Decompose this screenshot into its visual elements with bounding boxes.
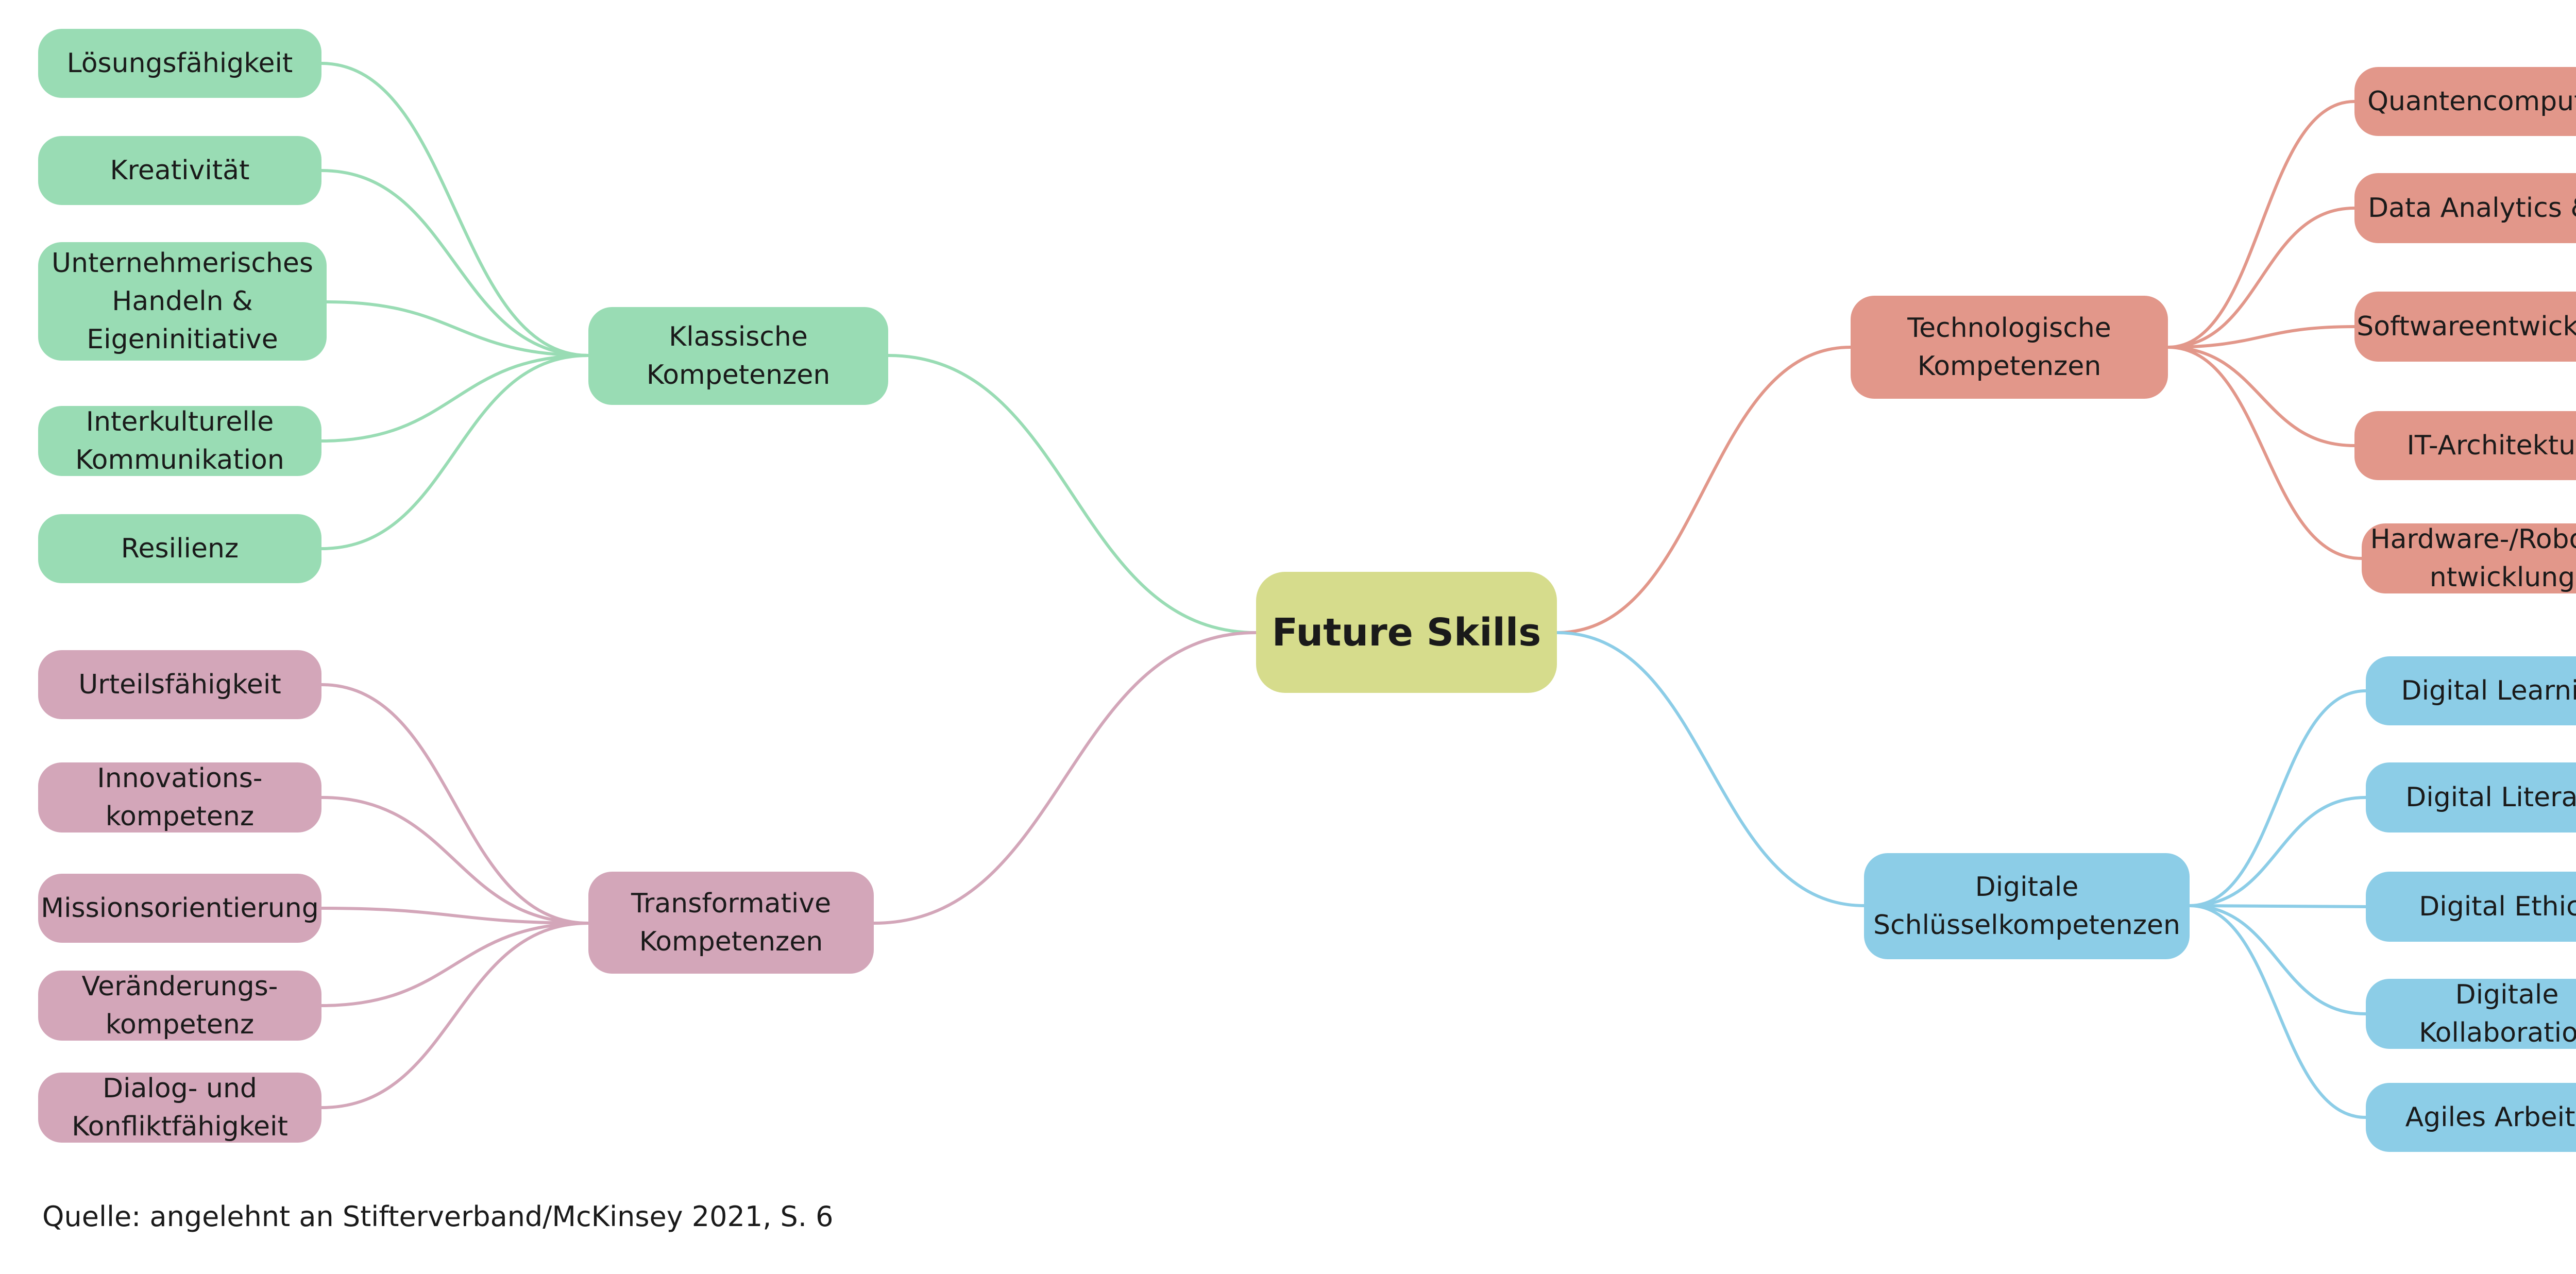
leaf-digital-learning: Digital Learning [2366, 656, 2576, 725]
connector-transformative-leaf [321, 922, 589, 1007]
connector-technologische-leaf [2167, 346, 2362, 560]
connector-transformative-leaf [321, 683, 589, 925]
connector-digitale-leaf [2189, 689, 2366, 907]
source-caption: Quelle: angelehnt an Stifterverband/McKi… [42, 1200, 834, 1233]
connector-klassische-leaf [326, 300, 589, 357]
leaf-kreativitaet: Kreativität [38, 136, 321, 205]
branch-transformative-kompetenzen: Transformative Kompetenzen [588, 872, 874, 974]
leaf-quantencomputing: Quantencomputing [2354, 67, 2576, 136]
connector-center-klassische [888, 354, 1257, 634]
connector-klassische-leaf [321, 169, 589, 357]
leaf-veraenderungskompetenz: Veränderungs- kompetenz [38, 971, 321, 1041]
connector-technologische-leaf [2167, 325, 2355, 349]
center-node-future-skills: Future Skills [1256, 572, 1557, 693]
connector-technologische-leaf [2167, 346, 2355, 447]
connector-center-technologische [1556, 346, 1851, 634]
leaf-resilienz: Resilienz [38, 514, 321, 583]
connector-center-transformative [873, 631, 1257, 925]
leaf-agiles-arbeiten: Agiles Arbeiten [2366, 1083, 2576, 1152]
connector-transformative-leaf [321, 796, 589, 925]
connector-klassische-leaf [321, 62, 589, 357]
leaf-loesungsfaehigkeit: Lösungsfähigkeit [38, 29, 321, 98]
connector-technologische-leaf [2167, 207, 2355, 349]
connector-digitale-leaf [2189, 904, 2366, 1119]
leaf-hardware-robotikentwicklung: Hardware-/Robotike ntwicklung [2362, 523, 2576, 593]
leaf-urteilsfaehigkeit: Urteilsfähigkeit [38, 650, 321, 719]
connector-transformative-leaf [321, 922, 589, 1109]
leaf-digital-literacy: Digital Literacy [2366, 762, 2576, 833]
leaf-digital-ethics: Digital Ethics [2366, 872, 2576, 942]
connector-transformative-leaf [321, 907, 589, 925]
connector-digitale-leaf [2189, 904, 2366, 908]
leaf-data-analytics-ki: Data Analytics & KI [2354, 173, 2576, 243]
connector-klassische-leaf [321, 354, 589, 550]
branch-digitale-schluesselkompetenzen: Digitale Schlüsselkompetenzen [1864, 853, 2190, 959]
connector-center-digitale [1556, 631, 1865, 907]
leaf-interkulturelle-kommunikation: Interkulturelle Kommunikation [38, 406, 321, 476]
connector-technologische-leaf [2167, 100, 2355, 349]
branch-klassische-kompetenzen: Klassische Kompetenzen [588, 307, 888, 405]
connector-digitale-leaf [2189, 796, 2366, 907]
leaf-unternehmerisches-handeln: Unternehmerisches Handeln & Eigeninitiat… [38, 242, 327, 361]
leaf-softwareentwicklung: Softwareentwicklung [2354, 292, 2576, 362]
connector-digitale-leaf [2189, 904, 2366, 1015]
connector-klassische-leaf [321, 354, 589, 443]
branch-technologische-kompetenzen: Technologische Kompetenzen [1851, 296, 2168, 399]
leaf-it-architektur: IT-Architektur [2354, 411, 2576, 480]
leaf-dialog-konfliktfaehigkeit: Dialog- und Konfliktfähigkeit [38, 1073, 321, 1143]
leaf-digitale-kollaboration: Digitale Kollaboration [2366, 979, 2576, 1049]
leaf-missionsorientierung: Missionsorientierung [38, 874, 321, 943]
leaf-innovationskompetenz: Innovations- kompetenz [38, 762, 321, 833]
